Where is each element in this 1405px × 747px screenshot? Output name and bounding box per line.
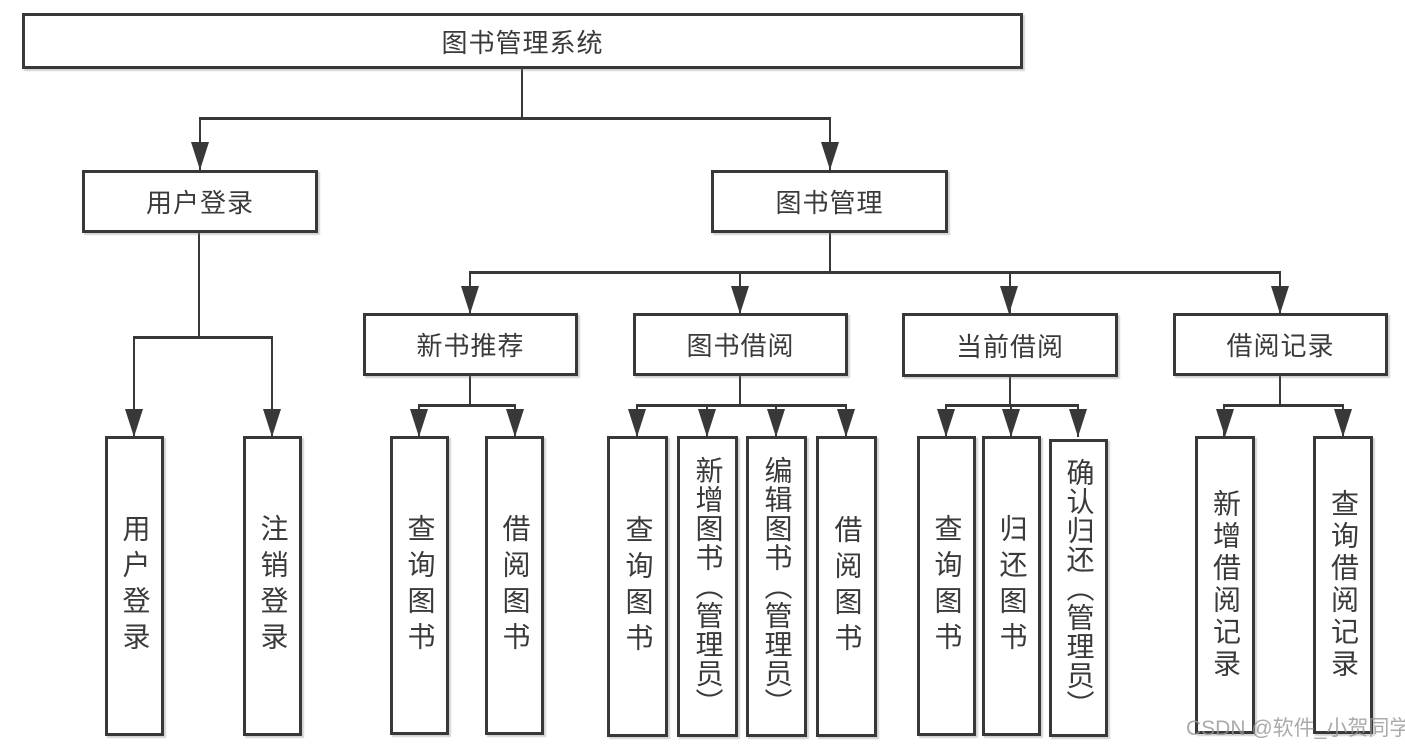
connector-line	[198, 233, 200, 337]
connector-line	[637, 404, 847, 407]
leaf-add-book-admin: 新增图书（管理员）	[677, 436, 738, 737]
node-label: 图书借阅	[686, 331, 795, 361]
arrowhead-icon	[125, 409, 143, 437]
arrowhead-icon	[1216, 409, 1234, 437]
arrowhead-icon	[767, 409, 785, 437]
csdn-watermark: CSDN @软件_小贺同学	[1186, 717, 1405, 740]
leaf-label: 注销登录	[257, 514, 289, 658]
node-label: 图书管理系统	[441, 27, 604, 58]
arrowhead-icon	[698, 409, 716, 437]
node-borrowing-records: 借阅记录	[1173, 313, 1388, 376]
leaf-label: 借阅图书	[499, 513, 531, 658]
node-label: 当前借阅	[955, 331, 1064, 362]
leaf-user-login: 用户登录	[105, 436, 164, 736]
arrowhead-icon	[461, 286, 479, 314]
leaf-query-books-recommend: 查询图书	[390, 436, 449, 735]
node-label: 用户登录	[145, 188, 254, 218]
arrowhead-icon	[837, 409, 855, 437]
leaf-label: 查询借阅记录	[1328, 489, 1359, 681]
node-book-borrowing: 图书借阅	[633, 313, 848, 376]
leaf-query-books-current: 查询图书	[917, 436, 976, 736]
node-user-login: 用户登录	[82, 170, 318, 233]
arrowhead-icon	[1002, 409, 1020, 437]
connector-line	[133, 336, 273, 339]
leaf-label: 归还图书	[996, 514, 1028, 658]
node-new-book-recommend: 新书推荐	[363, 313, 578, 376]
connector-line	[469, 376, 471, 406]
leaf-logout: 注销登录	[243, 436, 302, 736]
arrowhead-icon	[731, 286, 749, 314]
arrowhead-icon	[1000, 286, 1018, 314]
connector-line	[133, 336, 135, 436]
node-label: 新书推荐	[416, 331, 525, 361]
connector-line	[1009, 376, 1011, 406]
connector-line	[829, 233, 831, 273]
node-root-library-system: 图书管理系统	[22, 13, 1023, 69]
node-label: 图书管理	[775, 188, 884, 218]
arrowhead-icon	[628, 409, 646, 437]
node-current-borrowing: 当前借阅	[902, 313, 1118, 377]
leaf-label: 用户登录	[119, 514, 151, 658]
leaf-label: 新增借阅记录	[1210, 489, 1241, 681]
leaf-return-books: 归还图书	[982, 436, 1041, 736]
leaf-confirm-return-admin: 确认归还（管理员）	[1049, 439, 1108, 737]
arrowhead-icon	[191, 142, 209, 170]
leaf-borrow-books: 借阅图书	[816, 436, 877, 737]
leaf-label: 查询图书	[931, 514, 963, 658]
arrowhead-icon	[1334, 409, 1352, 437]
leaf-borrow-books-recommend: 借阅图书	[485, 436, 544, 735]
leaf-label: 确认归还（管理员）	[1063, 457, 1095, 719]
leaf-query-books-borrow: 查询图书	[607, 436, 668, 737]
leaf-query-borrow-record: 查询借阅记录	[1313, 436, 1373, 734]
arrowhead-icon	[506, 409, 524, 437]
leaf-label: 新增图书（管理员）	[692, 456, 724, 717]
arrowhead-icon	[937, 409, 955, 437]
connector-line	[1224, 404, 1344, 407]
connector-line	[1279, 376, 1281, 406]
leaf-label: 编辑图书（管理员）	[761, 456, 793, 717]
arrowhead-icon	[263, 409, 281, 437]
leaf-add-borrow-record: 新增借阅记录	[1195, 436, 1255, 734]
leaf-label: 查询图书	[622, 514, 654, 659]
arrowhead-icon	[1069, 409, 1087, 437]
connector-line	[946, 404, 1079, 407]
arrowhead-icon	[821, 142, 839, 170]
connector-line	[199, 117, 831, 120]
connector-line	[521, 69, 523, 119]
leaf-label: 借阅图书	[831, 514, 863, 659]
connector-line	[271, 336, 273, 436]
connector-line	[419, 404, 516, 407]
arrowhead-icon	[410, 409, 428, 437]
node-book-management: 图书管理	[711, 170, 948, 233]
arrowhead-icon	[1271, 286, 1289, 314]
connector-line	[470, 271, 1281, 274]
leaf-label: 查询图书	[404, 513, 436, 658]
connector-line	[739, 376, 741, 406]
node-label: 借阅记录	[1226, 331, 1335, 361]
leaf-edit-book-admin: 编辑图书（管理员）	[746, 436, 807, 737]
